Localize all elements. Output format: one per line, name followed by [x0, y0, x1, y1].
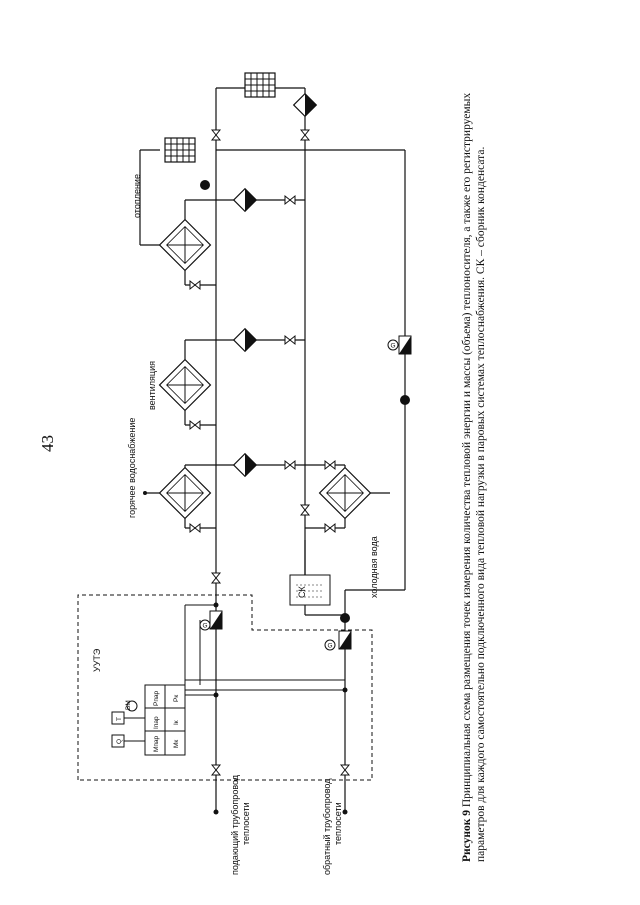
calc-badge: ВМ: [125, 700, 132, 710]
label-supply-line-2: теплосети: [241, 802, 251, 845]
vent-steam-trap: [233, 328, 257, 352]
label-return-line-2: теплосети: [333, 802, 343, 845]
calc-t: T: [116, 717, 123, 721]
steam-flow-sensor: [199, 619, 211, 631]
radiator-top: [244, 72, 276, 98]
return-flow-sensor: [387, 339, 399, 351]
hw-valve-a: [189, 523, 201, 533]
heating-supply-valve: [211, 129, 221, 141]
supply-valve: [211, 764, 221, 776]
heating-steam-trap: [233, 188, 257, 212]
label-cold-water: холодная вода: [369, 536, 379, 598]
hw-valve-d: [324, 523, 336, 533]
condensate-pump: [340, 613, 350, 623]
figure-caption: Рисунок 9 Принципиальная схема размещени…: [460, 62, 488, 862]
metering-unit-boundary: [77, 594, 373, 781]
label-hot-water: горячее водоснабжение: [127, 418, 137, 518]
steam-flowmeter: [209, 610, 223, 630]
supply-valve-2: [211, 572, 221, 584]
heating-heat-exchanger: [158, 218, 212, 272]
vent-valve-a: [189, 420, 201, 430]
condensate-flow-sensor: [324, 639, 336, 651]
heating-valve-a: [189, 280, 201, 290]
return-valve: [340, 764, 350, 776]
heating-return-valve: [300, 129, 310, 141]
calc-cell-m-steam: Mпар: [153, 735, 160, 752]
hw-valve-c: [324, 460, 336, 470]
vent-heat-exchanger: [158, 358, 212, 412]
vent-valve-b: [284, 335, 296, 345]
calc-cell-i-steam: Iпар: [153, 716, 160, 729]
heating-valve-b: [284, 195, 296, 205]
condensate-collector: СК: [289, 574, 331, 606]
cold-water-valve: [300, 504, 310, 516]
supply-endpoint: [213, 809, 219, 815]
label-return-line-1: обратный трубопровод: [322, 778, 332, 875]
hw-heat-exchanger-2: [318, 466, 372, 520]
metering-unit-label: УУТЭ: [92, 648, 102, 672]
calc-cell-p-steam: Pпар: [153, 691, 160, 706]
pressure-tap-supply: [213, 692, 219, 698]
hw-heat-exchanger-1: [158, 466, 212, 520]
radiator-heating: [164, 137, 196, 163]
pressure-tap-return: [342, 687, 348, 693]
caption-text: Принципиальная схема размещения точек из…: [461, 92, 487, 862]
heating-pump: [200, 180, 210, 190]
condensate-flowmeter: [338, 630, 352, 650]
calc-cell-p-cond: Pк: [173, 695, 180, 702]
condensate-collector-label: СК: [297, 586, 307, 598]
return-endpoint: [342, 809, 348, 815]
hw-steam-trap: [233, 453, 257, 477]
calc-q: Q: [116, 739, 123, 744]
return-flowmeter: [398, 335, 412, 355]
label-ventilation: вентиляция: [147, 361, 157, 410]
label-heating: отопление: [132, 174, 142, 218]
return-pump: [400, 395, 410, 405]
calc-cell-i-cond: Iк: [173, 720, 180, 725]
calc-cell-m-cond: Mк: [173, 740, 180, 748]
hw-valve-b: [284, 460, 296, 470]
temp-tap-supply: [213, 602, 219, 608]
caption-figure-number: Рисунок 9: [461, 810, 473, 862]
label-supply-line-1: подающий трубопровод: [230, 774, 240, 875]
heat-calculator: Mпар Iпар Pпар Mк Iк Pк Q T ВМ: [111, 604, 345, 756]
hot-water-outlet: [143, 491, 147, 495]
radiator-steam-trap: [293, 93, 317, 117]
